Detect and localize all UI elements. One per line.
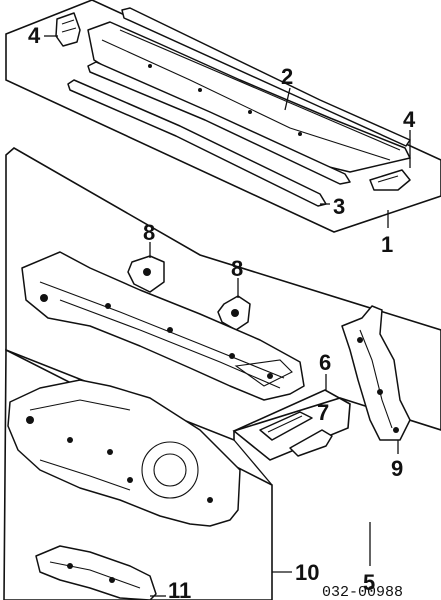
- callout-4-left: 4: [28, 23, 41, 48]
- clip-part-8-upper: [127, 255, 165, 293]
- clip-part-4-right: [369, 169, 411, 191]
- callout-10: 10: [295, 560, 319, 585]
- leader-2: [284, 87, 291, 111]
- dashboard-upper-part-5: [21, 251, 305, 401]
- dashboard-lower-part-10: [7, 379, 241, 527]
- connector-line: [233, 439, 273, 486]
- cowl-top-group-panel: [5, 0, 441, 233]
- reinforcement-part-11: [35, 545, 157, 600]
- callout-1: 1: [381, 232, 393, 257]
- callout-3: 3: [333, 194, 345, 219]
- cowl-seal-part-3: [67, 61, 351, 207]
- callout-7: 7: [317, 400, 329, 425]
- callout-8-upper: 8: [143, 220, 155, 245]
- clip-part-8-lower: [217, 295, 251, 331]
- diagram-code: 032-00988: [322, 584, 403, 600]
- callout-6: 6: [319, 350, 331, 375]
- callout-5: 5: [363, 570, 375, 595]
- clip-part-4-left: [55, 12, 81, 47]
- side-bracket-part-9: [341, 305, 411, 441]
- callout-8-lower: 8: [231, 256, 243, 281]
- callout-4-right: 4: [403, 107, 416, 132]
- callout-2: 2: [281, 64, 293, 89]
- callout-11: 11: [168, 578, 191, 600]
- parts-6-7-subpanel: [232, 389, 351, 461]
- molding-strip: [121, 7, 411, 147]
- cowl-top-part-2: [87, 21, 411, 173]
- callout-9: 9: [391, 456, 403, 481]
- bracket-part-7: [259, 411, 333, 457]
